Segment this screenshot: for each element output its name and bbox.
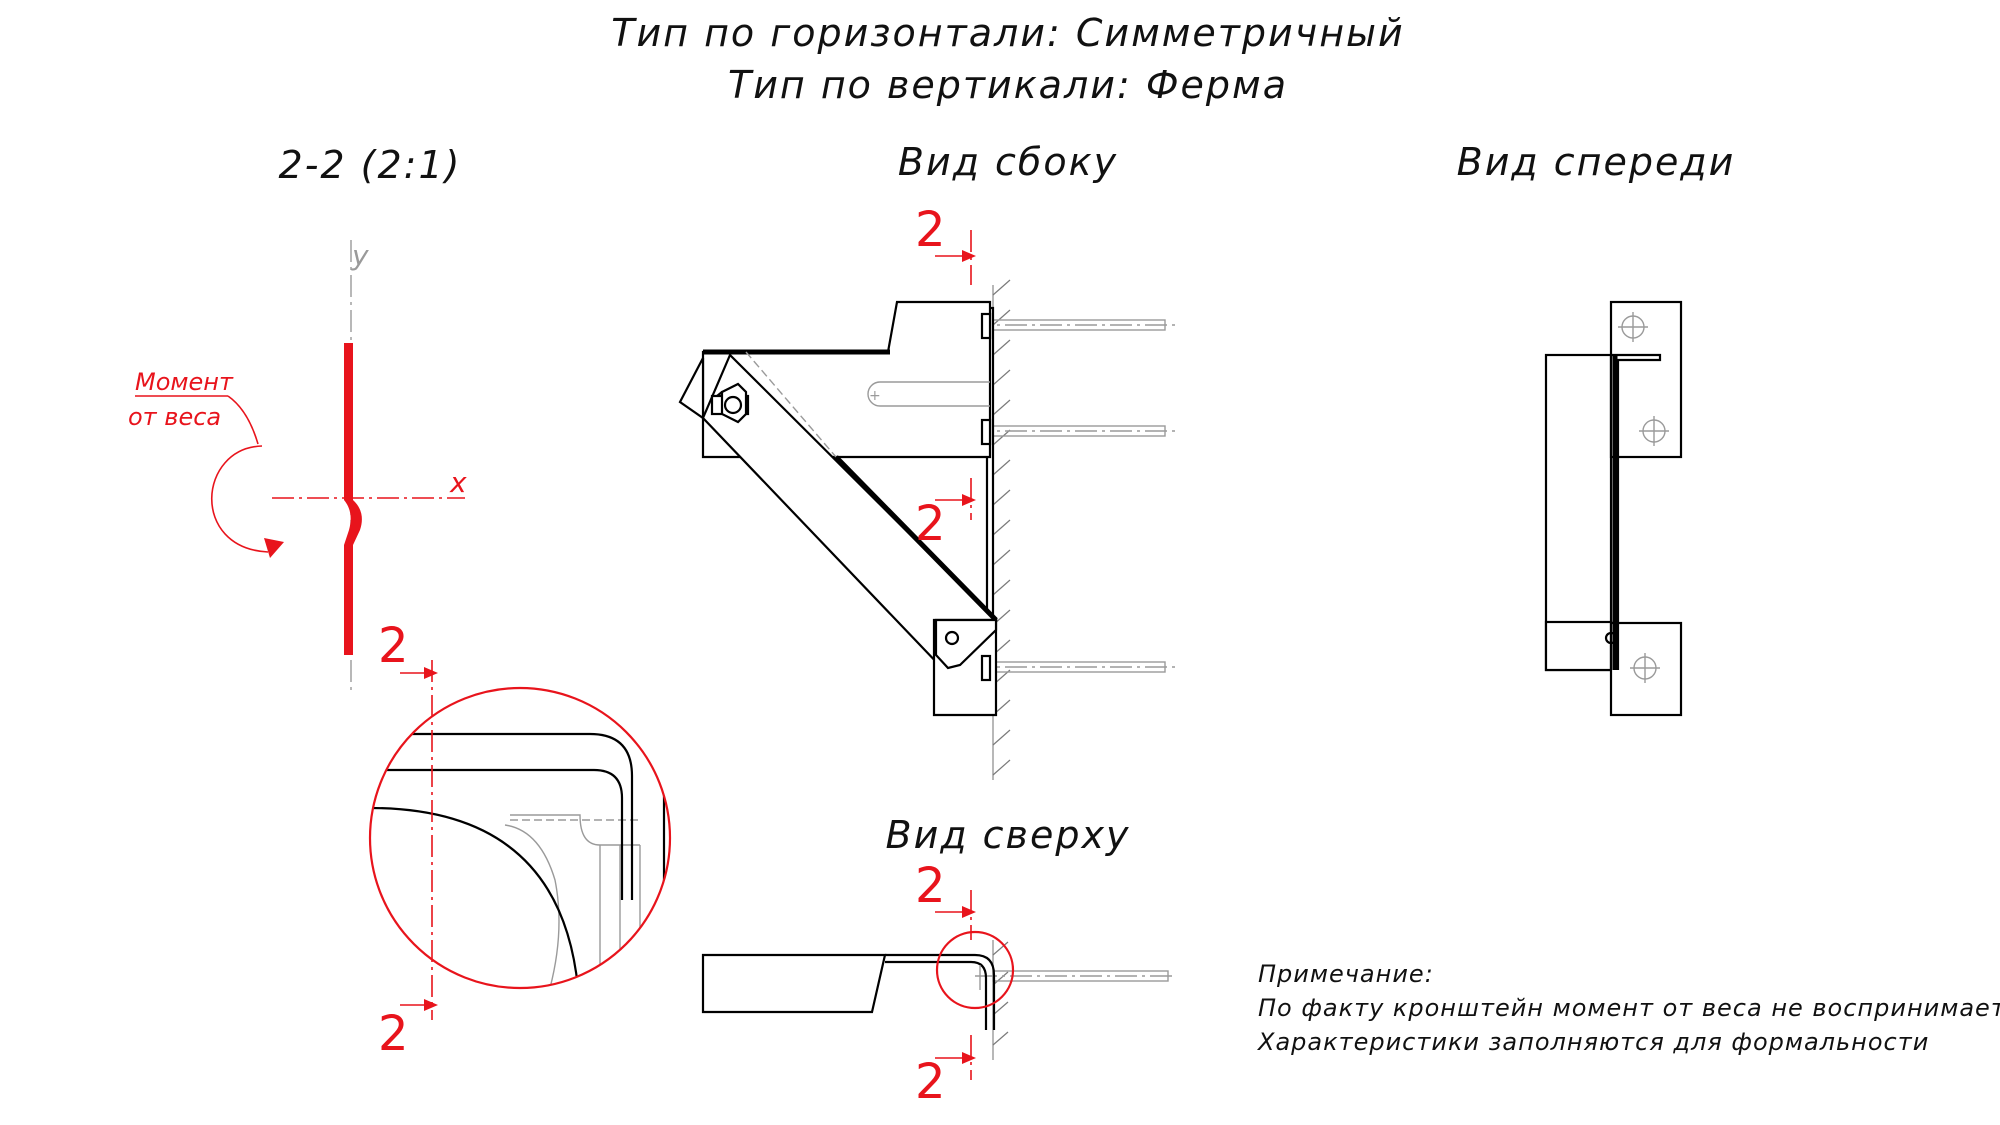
moment-label-line2: от веса: [128, 403, 221, 431]
section-mark-topview-bottom: 2: [915, 1054, 946, 1110]
section-mark-side-bottom: 2: [915, 496, 946, 552]
front-view-title: Вид спереди: [1457, 140, 1736, 184]
front-small-hole: [1604, 631, 1618, 645]
strut-nut: [710, 382, 750, 424]
section-markers: 2 2 2 2 2 2: [378, 202, 976, 1110]
svg-text:+: +: [869, 388, 881, 404]
section-mark-side-top: 2: [915, 202, 946, 258]
front-channel-base: [1544, 620, 1613, 672]
strut-tip: [678, 357, 705, 421]
anchor-bolts: [970, 311, 1175, 681]
side-view-drawing: +: [678, 279, 1175, 780]
note-heading: Примечание:: [1258, 960, 1434, 988]
section-mark-detail-bottom: 2: [378, 1006, 409, 1062]
moment-arrowhead: [264, 538, 284, 558]
moment-arc: [210, 445, 269, 553]
moment-label-line1: Момент: [135, 368, 234, 396]
note-line-2: Характеристики заполняются для формально…: [1256, 1028, 1929, 1056]
section-mark-detail-top: 2: [378, 618, 409, 674]
lower-hole: [944, 630, 960, 646]
front-view-drawing: [1544, 300, 1683, 717]
front-channel: [1544, 353, 1613, 672]
note-line-1: По факту кронштейн момент от веса не вос…: [1258, 994, 2000, 1022]
detail-circle: [368, 686, 672, 990]
moment-leader: [227, 395, 259, 445]
top-view-title: Вид сверху: [886, 813, 1131, 857]
top-view-drawing: [701, 930, 1175, 1060]
section-mark-topview-top: 2: [915, 858, 946, 914]
side-view-title: Вид сбоку: [898, 140, 1118, 184]
title-vertical-type: Тип по вертикали: Ферма: [728, 63, 1288, 107]
y-axis-label: y: [351, 239, 369, 272]
title-horizontal-type: Тип по горизонтали: Симметричный: [611, 11, 1405, 55]
detail-magnified-view: [368, 660, 672, 1020]
top-bracket-body: [701, 953, 887, 1014]
front-bolt-holes: [1618, 312, 1669, 683]
section-2-2-profile: y x Момент от веса: [128, 239, 467, 690]
top-detail-circle: [935, 930, 1015, 1010]
slot: [867, 381, 990, 407]
section-view-title: 2-2 (2:1): [279, 143, 462, 187]
front-lower-plate: [1609, 621, 1683, 717]
x-axis-label: x: [449, 466, 467, 499]
profile-section-fill: [344, 343, 362, 655]
